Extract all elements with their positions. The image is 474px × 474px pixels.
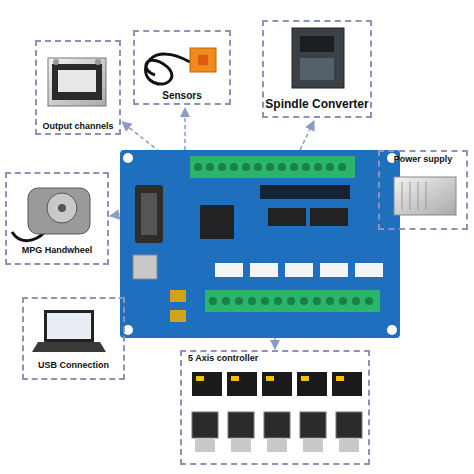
node-label: Sensors	[135, 90, 229, 101]
node-label: 5 Axis controller	[182, 354, 368, 364]
proximity-sensor	[146, 48, 216, 84]
node-label: USB Connection	[24, 361, 123, 371]
controller-board	[120, 150, 400, 338]
stepper-motors	[192, 412, 362, 452]
peripheral-box: Sensors	[133, 30, 231, 105]
spindle-vfd	[292, 28, 344, 88]
node-label: Output channels	[37, 122, 119, 132]
laptop-computer	[32, 310, 106, 352]
peripheral-box: Power supply	[378, 150, 468, 230]
node-label: Power supply	[380, 155, 466, 165]
mpg-handwheel	[12, 188, 90, 241]
peripheral-box: Spindle Converter	[262, 20, 372, 118]
stepper-drivers	[192, 372, 362, 396]
node-label: Spindle Converter	[264, 98, 370, 111]
peripheral-box: Output channels	[35, 40, 121, 135]
solid-state-relay	[48, 58, 106, 106]
peripheral-box: 5 Axis controller	[180, 350, 370, 465]
peripheral-box: MPG Handwheel	[5, 172, 109, 265]
power-supply-unit	[394, 177, 456, 215]
node-label: MPG Handwheel	[7, 246, 107, 256]
peripheral-box: USB Connection	[22, 297, 125, 380]
